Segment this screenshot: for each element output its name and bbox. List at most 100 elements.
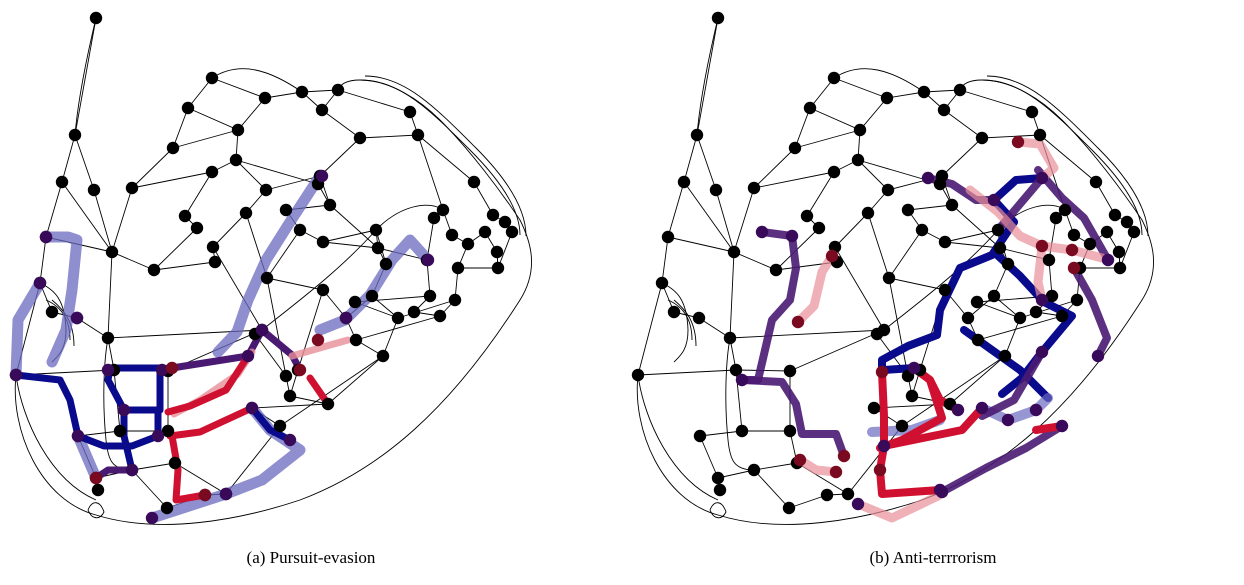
node-dot-icon: [125, 463, 139, 477]
street-segment: [699, 430, 743, 437]
street-segment: [809, 107, 861, 131]
node-dot-icon: [316, 235, 330, 249]
node-dot-icon: [1035, 293, 1049, 307]
street-segment: [355, 315, 441, 341]
route-path: [168, 432, 209, 504]
street-segment: [212, 212, 247, 248]
node-dot-icon: [895, 419, 909, 433]
street-segment: [382, 317, 399, 357]
node-dot-icon: [917, 85, 931, 99]
street-segment: [266, 277, 324, 291]
node-dot-icon: [655, 276, 669, 290]
node-dot-icon: [938, 283, 952, 297]
node-dot-icon: [907, 361, 921, 375]
street-segment: [264, 91, 303, 99]
street-segment: [696, 134, 717, 191]
street-segment: [907, 204, 953, 211]
road-curve: [696, 17, 719, 136]
node-dot-icon: [87, 183, 101, 197]
road-curve: [981, 79, 1143, 236]
street-segment: [859, 97, 888, 131]
street-segment: [667, 181, 685, 238]
node-dot-icon: [245, 401, 259, 415]
street-segment: [959, 89, 1033, 113]
node-dot-icon: [987, 289, 1001, 303]
node-dot-icon: [945, 198, 959, 212]
road-curve: [883, 204, 1066, 331]
node-dot-icon: [867, 401, 881, 415]
node-dot-icon: [803, 101, 817, 115]
street-segment: [289, 395, 329, 405]
street-segment: [1095, 181, 1116, 216]
road-network-diagram-b: [631, 11, 1154, 525]
street-segment: [857, 159, 889, 191]
node-dot-icon: [1033, 128, 1047, 142]
street-segment: [111, 251, 155, 271]
street-segment: [327, 355, 384, 405]
node-dot-icon: [421, 253, 435, 267]
node-dot-icon: [1011, 135, 1025, 149]
node-dot-icon: [1055, 419, 1069, 433]
street-segment: [497, 231, 513, 269]
route-path: [1070, 264, 1111, 360]
street-segment: [715, 189, 735, 253]
street-segment: [951, 204, 1001, 249]
street-segment: [867, 212, 890, 279]
node-dot-icon: [935, 485, 949, 499]
street-segment: [949, 355, 1006, 405]
node-dot-icon: [486, 208, 500, 222]
street-segment: [753, 462, 798, 471]
node-dot-icon: [1029, 305, 1043, 319]
node-dot-icon: [782, 501, 796, 515]
node-dot-icon: [68, 128, 82, 142]
node-dot-icon: [295, 85, 309, 99]
node-dot-icon: [260, 271, 274, 285]
street-segment: [729, 251, 735, 339]
node-dot-icon: [870, 327, 884, 341]
street-segment: [733, 187, 755, 253]
route-path: [990, 248, 1076, 398]
street-segment: [753, 469, 790, 509]
street-segment: [329, 204, 379, 249]
node-dot-icon: [423, 289, 437, 303]
street-segment: [637, 369, 737, 376]
node-dot-icon: [349, 333, 363, 347]
street-segment: [322, 241, 379, 249]
node-dot-icon: [690, 128, 704, 142]
street-segment: [153, 261, 216, 271]
node-dot-icon: [451, 261, 465, 275]
street-segment: [174, 462, 227, 495]
street-segment: [111, 187, 133, 253]
node-dot-icon: [921, 171, 935, 185]
node-dot-icon: [147, 263, 161, 277]
node-dot-icon: [205, 71, 219, 85]
node-dot-icon: [987, 193, 1001, 207]
node-dot-icon: [70, 311, 84, 325]
node-dot-icon: [436, 203, 450, 217]
panel-anti-terrorism: (b) Anti-terrrorism: [622, 0, 1244, 585]
node-dot-icon: [735, 424, 749, 438]
street-segment: [834, 246, 885, 331]
node-dot-icon: [505, 225, 519, 239]
node-dot-icon: [975, 131, 989, 145]
node-dot-icon: [316, 283, 330, 297]
node-dot-icon: [353, 131, 367, 145]
node-dot-icon: [371, 241, 385, 255]
street-segment: [1048, 217, 1057, 261]
node-dot-icon: [55, 175, 69, 189]
node-dot-icon: [735, 373, 749, 387]
node-dot-icon: [283, 433, 297, 447]
node-dot-icon: [311, 333, 325, 347]
node-dot-icon: [971, 333, 985, 347]
route-path: [212, 170, 326, 358]
node-dot-icon: [1049, 211, 1063, 225]
node-dot-icon: [1045, 289, 1059, 303]
street-segment: [733, 251, 777, 271]
route-path: [876, 368, 944, 498]
route-path: [1034, 166, 1112, 264]
node-dot-icon: [747, 463, 761, 477]
node-dot-icon: [239, 206, 253, 220]
node-dot-icon: [1025, 105, 1039, 119]
road-curve: [211, 68, 303, 93]
street-segment: [359, 134, 419, 139]
